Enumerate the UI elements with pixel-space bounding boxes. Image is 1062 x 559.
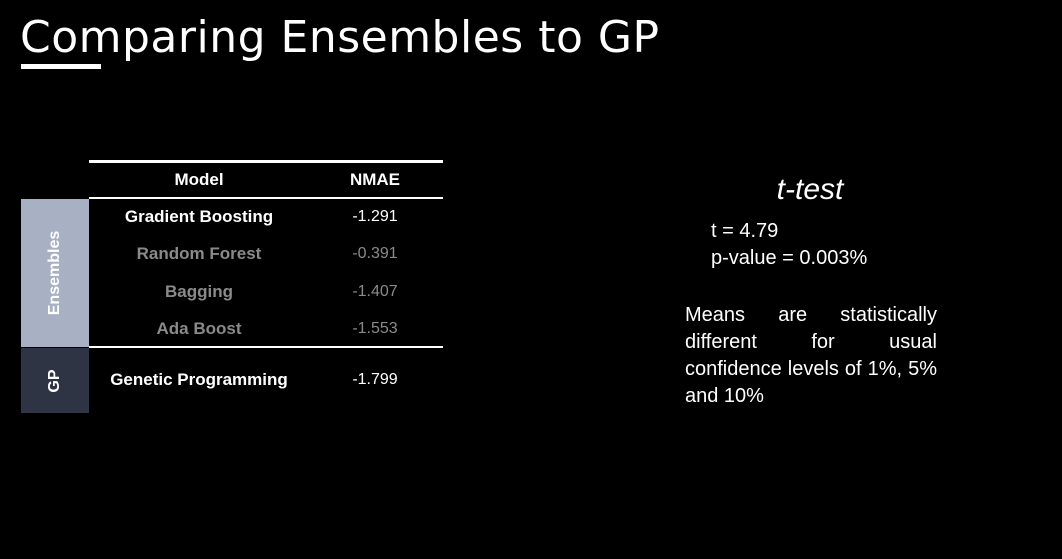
nmae-value-cell: -1.407 [352, 283, 398, 300]
model-name-cell: Gradient Boosting [124, 207, 274, 226]
nmae-value-cell: -1.291 [352, 208, 398, 225]
table-group-rule [89, 346, 443, 348]
table-row: Random Forest -0.391 [89, 236, 443, 272]
column-header-model: Model [174, 170, 224, 189]
model-name-cell: Genetic Programming [110, 370, 288, 389]
table-row: Bagging -1.407 [89, 274, 443, 310]
nmae-value-cell: -1.553 [352, 320, 398, 337]
group-label-gp: GP [46, 368, 63, 393]
group-band-gp: GP [21, 348, 89, 413]
title-underline [21, 64, 101, 69]
group-band-ensembles: Ensembles [21, 199, 89, 347]
nmae-value-cell: -0.391 [352, 245, 398, 262]
table-row: Ada Boost -1.553 [89, 311, 443, 347]
slide-title: Comparing Ensembles to GP [20, 12, 660, 63]
table-top-rule [89, 160, 443, 163]
model-name-cell: Ada Boost [156, 319, 242, 338]
column-header-nmae: NMAE [349, 170, 401, 189]
t-statistic: t = 4.79 [711, 220, 779, 242]
model-name-cell: Bagging [165, 282, 233, 301]
model-name-cell: Random Forest [136, 244, 262, 263]
table-row: Genetic Programming -1.799 [89, 362, 443, 398]
group-label-ensembles: Ensembles [46, 230, 63, 316]
table-header-rule [89, 197, 443, 199]
nmae-value-cell: -1.799 [352, 371, 398, 388]
p-value: p-value = 0.003% [711, 247, 868, 269]
conclusion-text: Means are statistically different for us… [685, 304, 937, 407]
table-row: Gradient Boosting -1.291 [89, 199, 443, 235]
ttest-heading: t-test [776, 173, 844, 206]
